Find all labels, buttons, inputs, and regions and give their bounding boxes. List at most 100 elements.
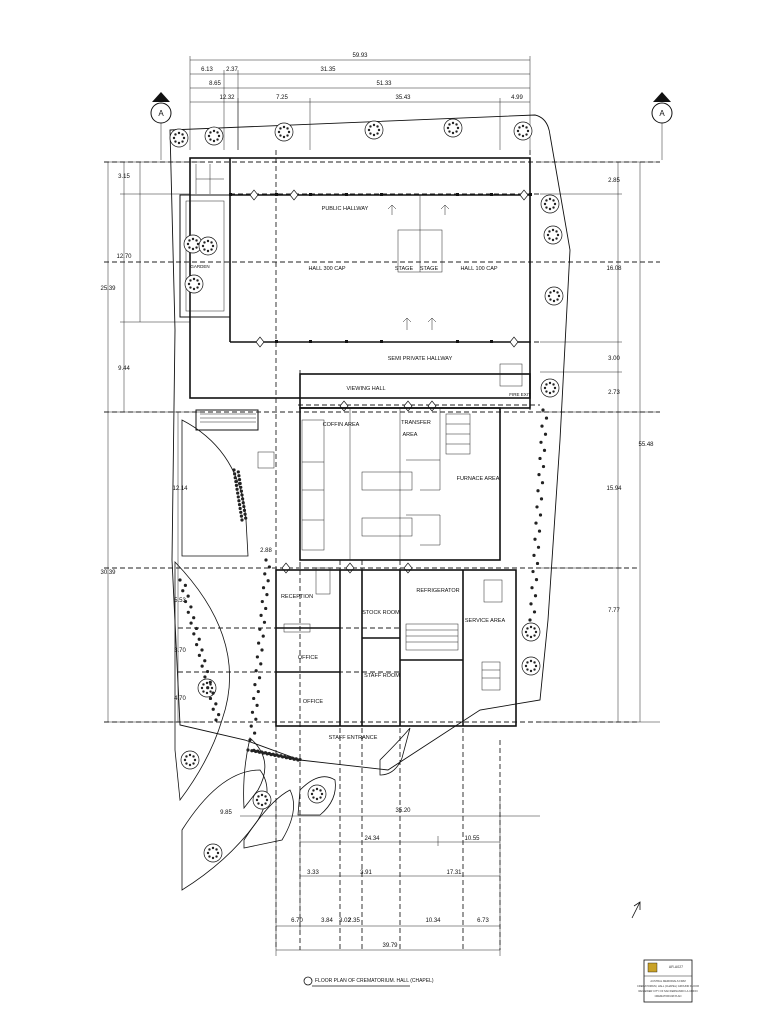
shrub-icon [257, 750, 262, 754]
label-semi-private: SEMI PRIVATE HALLWAY [388, 356, 453, 362]
dim-bottom-3: 10.55 [464, 836, 480, 842]
label-hall-300: HALL 300 CAP [308, 266, 345, 272]
shrub-icon [234, 483, 239, 487]
dim-bottom-10: 2.35 [348, 918, 360, 924]
shrub-icon [237, 503, 242, 507]
shrub-icon [238, 506, 242, 511]
shrub-icon [273, 753, 277, 757]
shrub-icon [205, 669, 210, 674]
grid-lines [104, 161, 660, 723]
shrub-icon [183, 583, 187, 587]
shrub-icon [234, 479, 238, 484]
title-block-line-2: CREMATORIUM, HALL (CHAPEL) GROUND FLOOR [637, 984, 699, 988]
tree-icon [513, 121, 533, 141]
section-marker-left-label: A [158, 109, 164, 118]
tree-icon [274, 122, 294, 142]
tree-icon [307, 784, 327, 804]
trees [169, 118, 564, 863]
tree-icon [198, 236, 218, 256]
shrub-icon [192, 632, 196, 636]
shrub-icon [261, 586, 266, 590]
dim-right-2: 3.00 [608, 356, 620, 362]
shrub-icon [237, 499, 241, 503]
title-block-sheet: AR-A027 [669, 965, 683, 969]
shrub-icon [186, 610, 190, 614]
label-service-area: SERVICE AREA [465, 618, 506, 624]
shrub-icon [260, 648, 264, 652]
shrub-icon [240, 518, 244, 522]
shrub-icon [178, 578, 182, 582]
shrub-icon [259, 613, 263, 617]
dim-left-1: 12.70 [116, 254, 132, 260]
door-arrows [387, 204, 450, 330]
dim-left-4: 12.14 [172, 486, 188, 492]
dim-other-0: 2.88 [260, 548, 272, 554]
dim-left-0: 3.15 [118, 174, 130, 180]
shrub-icon [238, 481, 242, 486]
shrub-icon [530, 586, 534, 590]
garden-wedges [174, 419, 411, 891]
shrub-icon [194, 626, 199, 631]
dim-bottom-11: 10.34 [425, 918, 441, 924]
shrub-icon [236, 470, 240, 474]
tree-icon [203, 843, 223, 863]
label-viewing-hall: VIEWING HALL [346, 386, 385, 392]
label-office-2: OFFICE [303, 699, 323, 705]
shrub-icon [242, 508, 247, 512]
label-reception: RECEPTION [281, 594, 313, 600]
shrub-icon [197, 653, 201, 657]
shrub-icon [253, 683, 257, 687]
shrub-icon [267, 565, 271, 569]
shrub-icon [284, 756, 289, 760]
shrub-icon [281, 755, 285, 759]
shrub-icon [243, 512, 247, 516]
top-dimension-chains [189, 56, 531, 150]
dim-right-4: 55.48 [638, 442, 654, 448]
dim-right-6: 7.77 [608, 608, 620, 614]
dim-left-8: 4.70 [174, 696, 186, 702]
shrub-icon [264, 558, 268, 562]
dim-bottom-8: 3.84 [321, 918, 333, 924]
tree-icon [443, 118, 463, 138]
section-marker-right-label: A [659, 109, 665, 118]
shrub-icon [197, 637, 201, 641]
shrub-icon [266, 579, 270, 583]
shrub-icon [239, 485, 243, 489]
shrub-icon [244, 516, 248, 520]
shrub-icon [539, 497, 544, 501]
shrub-icon [258, 627, 262, 631]
label-transfer-2: AREA [403, 432, 418, 438]
shrub-icon [186, 594, 190, 598]
section-marker-right: A [651, 92, 673, 160]
label-coffin-area: COFFIN AREA [323, 422, 360, 428]
shrub-icon [239, 489, 243, 493]
dim-top-3: 31.35 [320, 67, 336, 73]
tree-icon [543, 225, 563, 245]
shrub-icon [265, 752, 269, 756]
dim-bottom-7: 6.70 [291, 918, 303, 924]
shrub-icon [211, 707, 215, 711]
shrub-icon [203, 675, 207, 679]
shrub-icon [206, 686, 210, 690]
shrub-icon [214, 702, 218, 706]
title-block-line-3: REVIEWER CITY OF SAN FERNANDO LA UNION [639, 989, 698, 993]
dim-bottom-5: 3.91 [360, 870, 372, 876]
shrub-icon [211, 691, 215, 695]
shrub-icon [189, 621, 193, 625]
dim-top-1: 6.13 [201, 67, 213, 73]
dim-top-7: 7.25 [276, 95, 288, 101]
shrub-icon [257, 676, 262, 680]
middle-block [195, 363, 531, 561]
shrub-icon [208, 680, 212, 684]
shrub-icon [259, 662, 263, 666]
shrub-icon [236, 491, 240, 495]
shrub-icon [181, 589, 185, 593]
tree-icon [540, 378, 560, 398]
label-staff-entrance: STAFF ENTRANCE [329, 735, 378, 741]
dim-right-1: 16.08 [606, 266, 622, 272]
shrub-icon [214, 718, 218, 722]
dim-bottom-9: 3.02 [339, 918, 351, 924]
label-stock-room: STOCK ROOM [362, 610, 400, 616]
label-garden: GARDEN [190, 264, 209, 269]
